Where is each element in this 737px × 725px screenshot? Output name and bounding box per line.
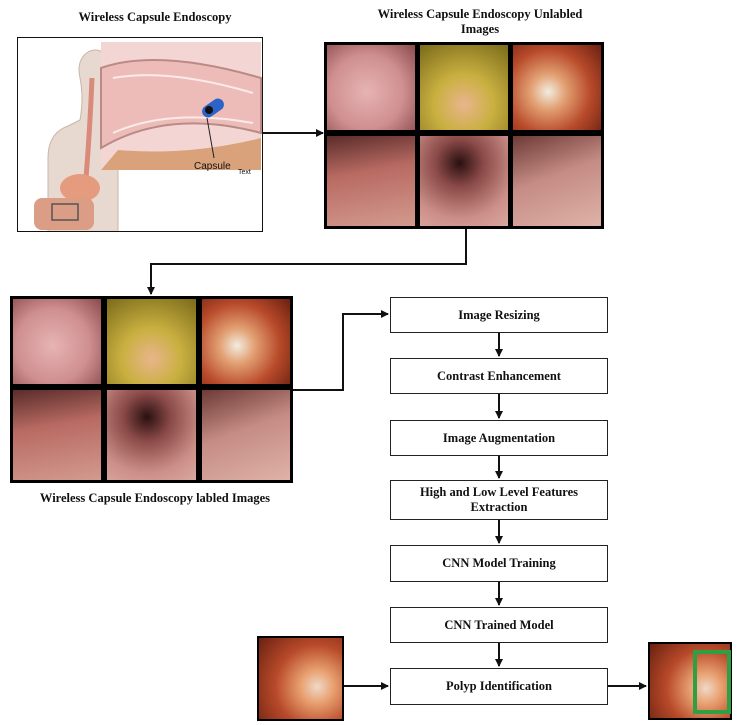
connector-arrows xyxy=(0,0,737,725)
